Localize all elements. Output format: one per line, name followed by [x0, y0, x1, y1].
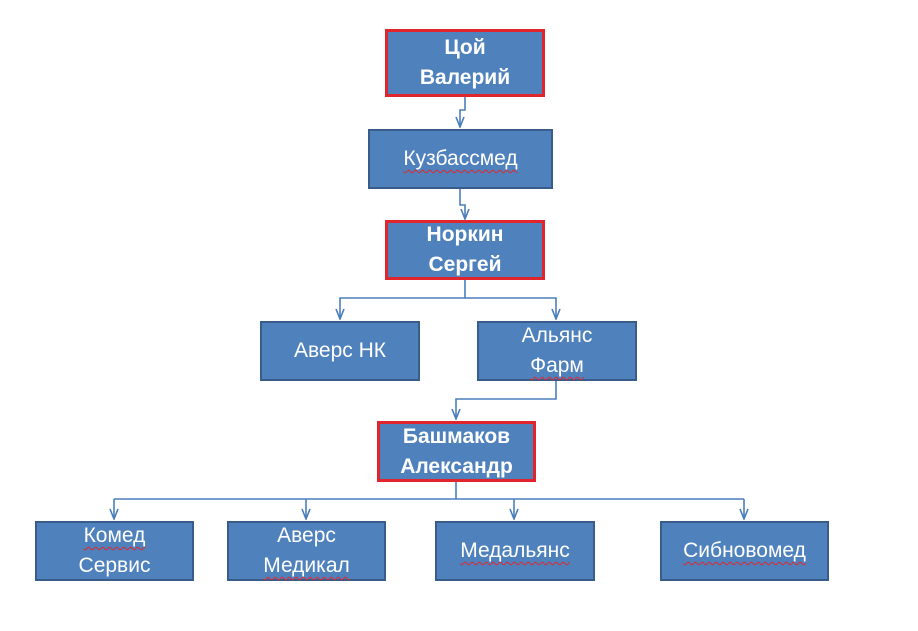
node-avers-medikal[interactable]: Аверс Медикал: [227, 521, 386, 581]
node-sibnovomed[interactable]: Сибновомед: [660, 521, 829, 581]
node-medalyans[interactable]: Медальянс: [435, 521, 595, 581]
node-bashmakov-line1: Башмаков: [402, 424, 511, 448]
node-tsoy-line1: Цой: [444, 36, 486, 59]
node-kuzbassmed[interactable]: Кузбассмед: [368, 129, 553, 189]
connector-tsoy-kuzbassmed: [460, 96, 466, 127]
node-medalyans-label: Медальянс: [460, 539, 570, 562]
node-bashmakov-line2: Александр: [400, 454, 513, 478]
node-avers-nk-label: Аверс НК: [293, 339, 387, 362]
node-alyans-farm[interactable]: Альянс Фарм: [477, 321, 637, 381]
node-bashmakov-aleksandr[interactable]: Башмаков Александр: [377, 421, 536, 482]
node-norkin-line2: Сергей: [428, 253, 502, 276]
connector-norkin-alyans: [465, 297, 556, 319]
node-avers-nk[interactable]: Аверс НК: [260, 321, 420, 381]
node-tsoy-valeriy[interactable]: Цой Валерий: [385, 29, 545, 97]
node-komed-line1: Комед: [83, 524, 146, 547]
node-norkin-line1: Норкин: [426, 223, 504, 246]
node-alyans-line2: Фарм: [530, 354, 584, 377]
node-avers-medikal-line2: Медикал: [263, 554, 350, 577]
node-kuzbassmed-label: Кузбассмед: [403, 147, 518, 170]
node-tsoy-line2: Валерий: [419, 66, 511, 89]
node-norkin-sergey[interactable]: Норкин Сергей: [385, 220, 545, 280]
connector-kuzbassmed-norkin: [459, 188, 465, 219]
connector-norkin-children: [340, 279, 466, 319]
connector-alyans-bashmakov: [456, 380, 557, 419]
node-sibnovomed-label: Сибновомед: [683, 539, 806, 562]
node-komed-line2: Сервис: [78, 554, 151, 577]
node-alyans-line1: Альянс: [521, 324, 593, 347]
node-komed-servis[interactable]: Комед Сервис: [35, 521, 194, 581]
node-avers-medikal-line1: Аверс: [277, 524, 336, 547]
